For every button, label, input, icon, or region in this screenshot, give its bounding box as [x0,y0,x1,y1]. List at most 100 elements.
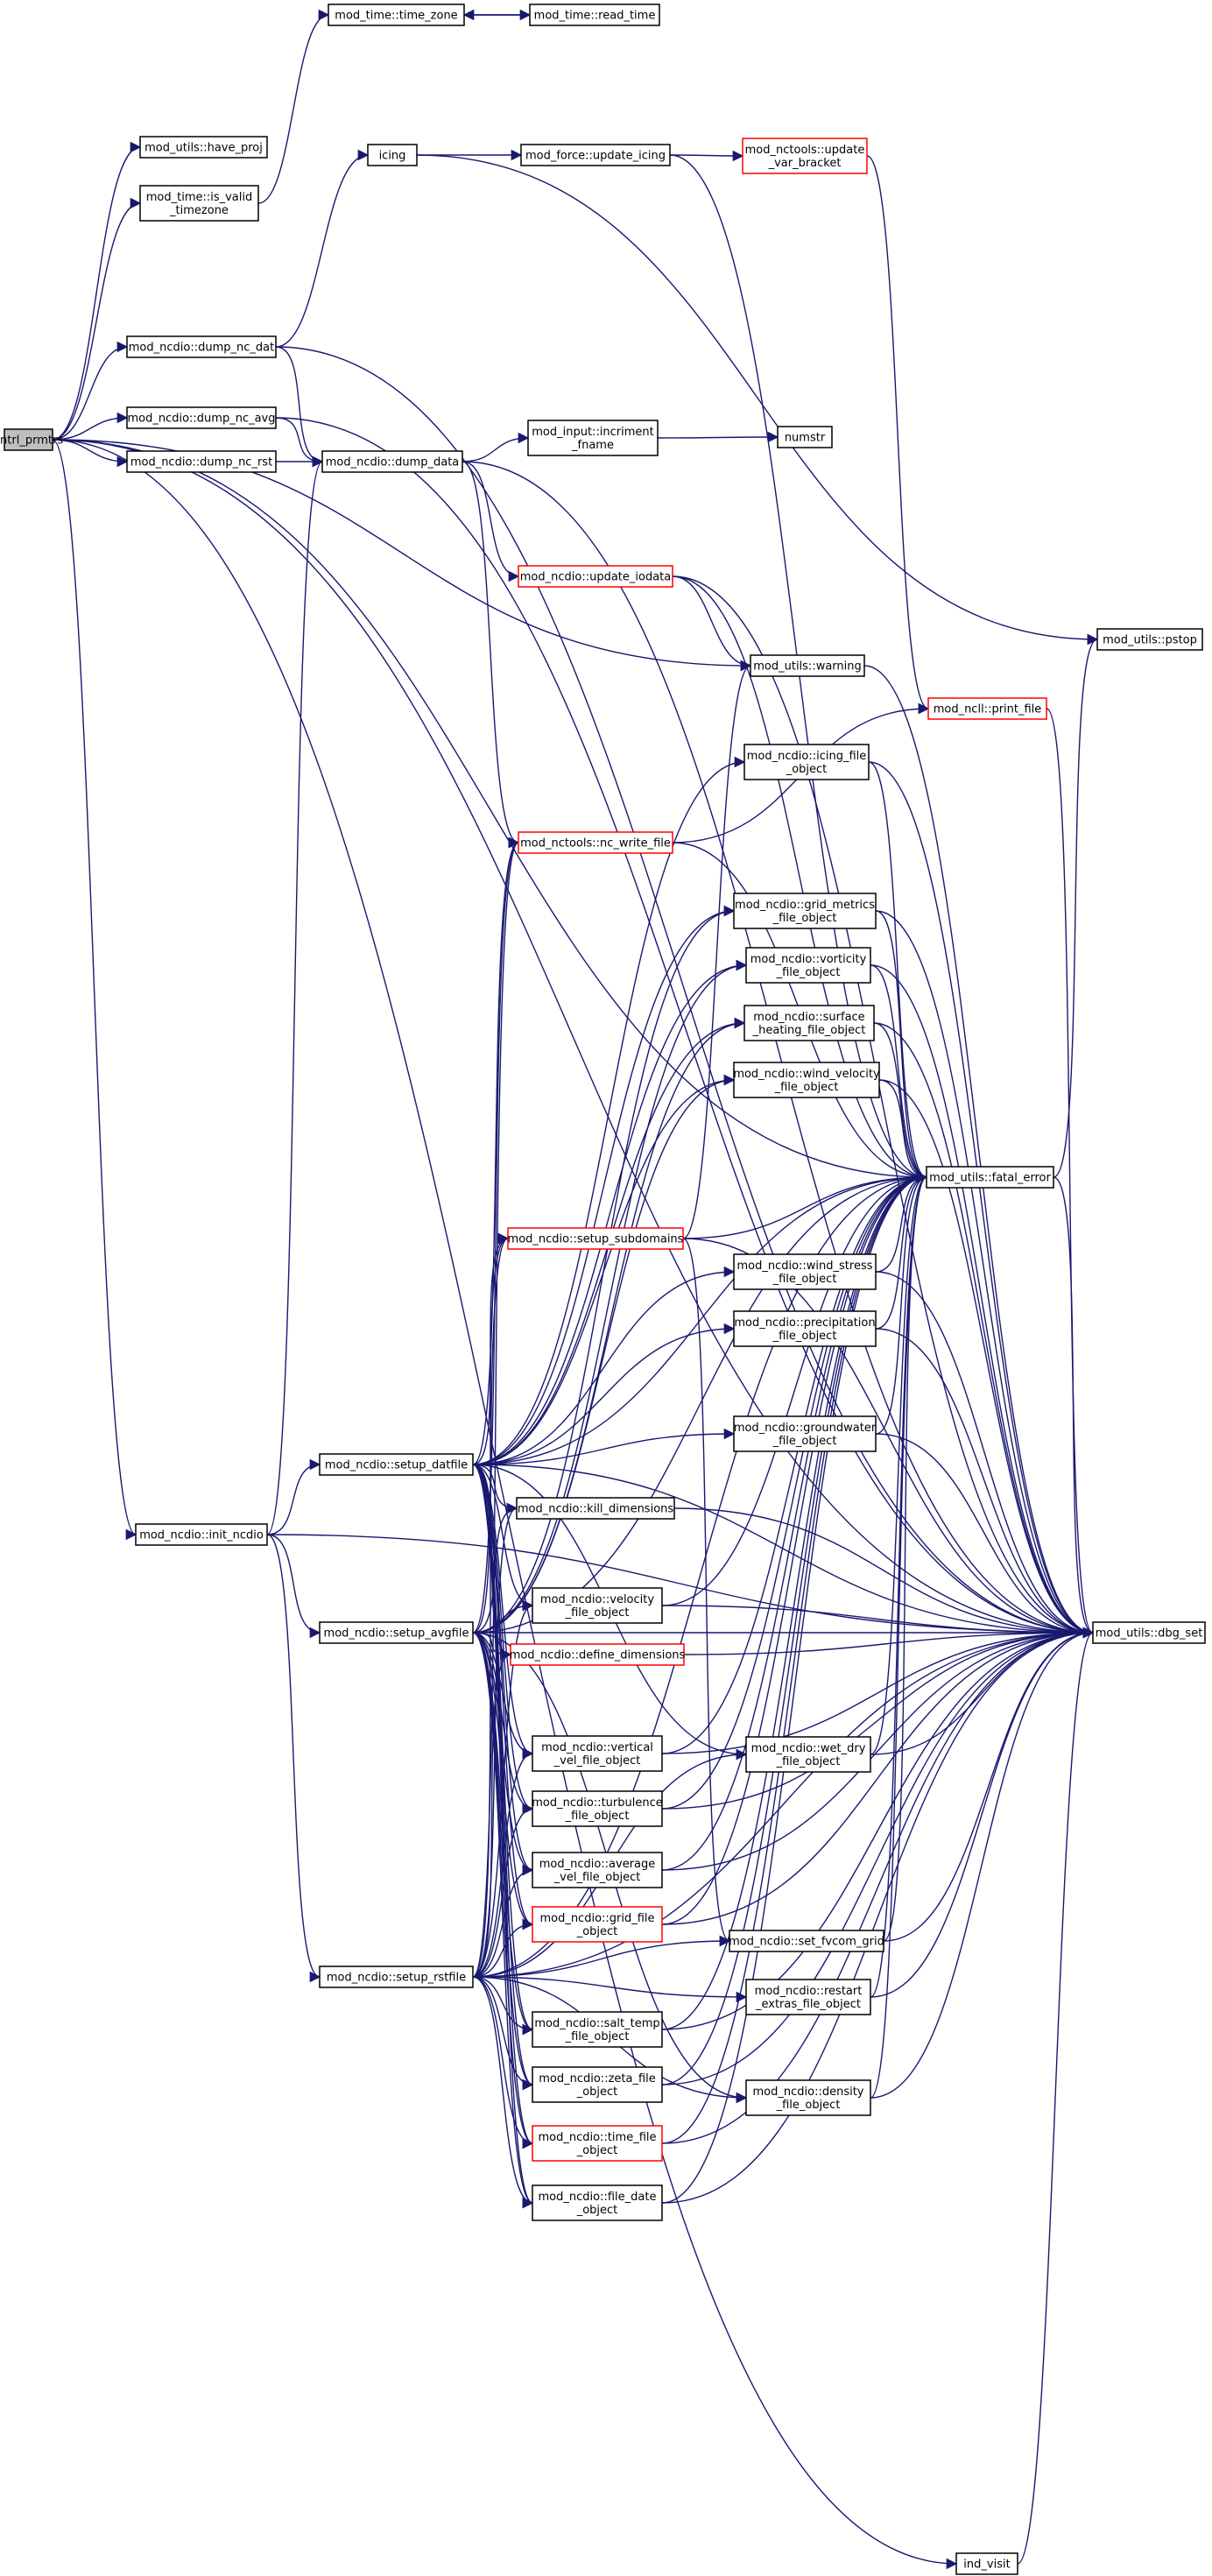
node-box[interactable] [733,1062,880,1098]
node-dbg-set[interactable]: mod_utils::dbg_set [1092,1621,1206,1644]
node-box[interactable] [4,428,53,451]
node-velocity[interactable]: mod_ncdio::velocity_file_object [532,1587,663,1624]
node-box[interactable] [955,2552,1018,2575]
node-is-valid-tz[interactable]: mod_time::is_valid_timezone [139,185,259,222]
node-box[interactable] [319,1966,474,1988]
node-box[interactable] [126,450,277,473]
node-setup-rstfile[interactable]: mod_ncdio::setup_rstfile [319,1966,474,1988]
node-update-iodata[interactable]: mod_ncdio::update_iodata [518,565,673,588]
node-box[interactable] [510,1643,685,1666]
node-box[interactable] [733,893,877,929]
node-box[interactable] [926,1166,1054,1189]
node-box[interactable] [777,426,833,448]
node-box[interactable] [139,136,268,159]
node-setup-avgfile[interactable]: mod_ncdio::setup_avgfile [319,1621,474,1644]
node-salt-temp[interactable]: mod_ncdio::salt_temp_file_object [532,2011,663,2048]
node-box[interactable] [1092,1621,1206,1644]
node-zeta-file[interactable]: mod_ncdio::zeta_file_object [532,2066,663,2103]
node-box[interactable] [135,1523,268,1546]
node-average-vel[interactable]: mod_ncdio::average_vel_file_object [532,1852,663,1888]
node-box[interactable] [745,2079,871,2116]
node-pstop[interactable]: mod_utils::pstop [1096,628,1203,651]
node-box[interactable] [518,565,673,588]
node-grid-file[interactable]: mod_ncdio::grid_file_object [532,1906,663,1943]
node-box[interactable] [532,1587,663,1624]
node-have-proj[interactable]: mod_utils::have_proj [139,136,268,159]
node-box[interactable] [532,1852,663,1888]
node-dump-nc-avg[interactable]: mod_ncdio::dump_nc_avg [126,406,277,429]
node-surface-heating[interactable]: mod_ncdio::surface_heating_file_object [743,1005,875,1041]
node-box[interactable] [532,2125,663,2162]
node-box[interactable] [743,1005,875,1041]
node-kill-dimensions[interactable]: mod_ncdio::kill_dimensions [516,1497,675,1520]
node-box[interactable] [532,1735,663,1772]
node-precipitation[interactable]: mod_ncdio::precipitation_file_object [733,1310,877,1347]
node-print-file[interactable]: mod_ncll::print_file [927,697,1047,720]
node-read-time[interactable]: mod_time::read_time [529,4,660,26]
node-box[interactable] [367,144,418,166]
node-turbulence[interactable]: mod_ncdio::turbulence_file_object [532,1790,663,1827]
node-wet-dry[interactable]: mod_ncdio::wet_dry_file_object [745,1736,871,1773]
node-box[interactable] [729,1930,884,1952]
node-icing[interactable]: icing [367,144,418,166]
node-vorticity[interactable]: mod_ncdio::vorticity_file_object [745,947,871,984]
node-icing-file-object[interactable]: mod_ncdio::icing_file_object [743,744,870,780]
node-wind-velocity[interactable]: mod_ncdio::wind_velocity_file_object [733,1062,880,1098]
node-box[interactable] [139,185,259,222]
node-box[interactable] [520,144,671,166]
node-box[interactable] [743,744,870,780]
node-dump-nc-rst[interactable]: mod_ncdio::dump_nc_rst [126,450,277,473]
node-update-var-bracket[interactable]: mod_nctools::update_var_bracket [742,138,868,174]
node-box[interactable] [750,654,865,677]
node-file-date[interactable]: mod_ncdio::file_date_object [532,2184,663,2221]
node-update-icing[interactable]: mod_force::update_icing [520,144,671,166]
node-time-file[interactable]: mod_ncdio::time_file_object [532,2125,663,2162]
node-box[interactable] [927,697,1047,720]
node-warning[interactable]: mod_utils::warning [750,654,865,677]
node-box[interactable] [319,1621,474,1644]
node-dump-nc-dat[interactable]: mod_ncdio::dump_nc_dat [126,335,277,358]
node-box[interactable] [532,2011,663,2048]
node-numstr[interactable]: numstr [777,426,833,448]
node-box[interactable] [518,831,673,854]
node-box[interactable] [733,1415,877,1452]
node-init-ncdio[interactable]: mod_ncdio::init_ncdio [135,1523,268,1546]
node-box[interactable] [529,4,660,26]
node-box[interactable] [742,138,868,174]
node-box[interactable] [532,1790,663,1827]
node-ind-visit[interactable]: ind_visit [955,2552,1018,2575]
node-dump-data[interactable]: mod_ncdio::dump_data [321,450,463,473]
node-restart-extras[interactable]: mod_ncdio::restart_extras_file_object [745,1979,871,2015]
node-box[interactable] [126,406,277,429]
node-box[interactable] [1096,628,1203,651]
node-density[interactable]: mod_ncdio::density_file_object [745,2079,871,2116]
node-box[interactable] [733,1310,877,1347]
node-nc-write-file[interactable]: mod_nctools::nc_write_file [518,831,673,854]
node-box[interactable] [507,1227,684,1250]
node-box[interactable] [516,1497,675,1520]
node-time-zone[interactable]: mod_time::time_zone [328,4,465,26]
node-cntrl-prmtrs[interactable]: cntrl_prmtrs [0,428,63,451]
node-grid-metrics[interactable]: mod_ncdio::grid_metrics_file_object [733,893,877,929]
node-define-dimensions[interactable]: mod_ncdio::define_dimensions [510,1643,686,1666]
node-box[interactable] [745,1736,871,1773]
node-box[interactable] [321,450,463,473]
node-fatal-error[interactable]: mod_utils::fatal_error [926,1166,1054,1189]
node-box[interactable] [328,4,465,26]
node-wind-stress[interactable]: mod_ncdio::wind_stress_file_object [733,1253,877,1290]
node-setup-datfile[interactable]: mod_ncdio::setup_datfile [319,1453,474,1476]
node-box[interactable] [527,420,659,456]
node-incriment-fname[interactable]: mod_input::incriment_fname [527,420,659,456]
node-box[interactable] [733,1253,877,1290]
node-box[interactable] [126,335,277,358]
node-box[interactable] [532,2066,663,2103]
node-box[interactable] [532,1906,663,1943]
node-box[interactable] [319,1453,474,1476]
node-box[interactable] [745,1979,871,2015]
node-setup-subdomains[interactable]: mod_ncdio::setup_subdomains [507,1227,684,1250]
node-vertical-vel[interactable]: mod_ncdio::vertical_vel_file_object [532,1735,663,1772]
node-box[interactable] [745,947,871,984]
node-groundwater[interactable]: mod_ncdio::groundwater_file_object [733,1415,877,1452]
node-box[interactable] [532,2184,663,2221]
node-set-fvcom-grid[interactable]: mod_ncdio::set_fvcom_grid [729,1930,884,1952]
